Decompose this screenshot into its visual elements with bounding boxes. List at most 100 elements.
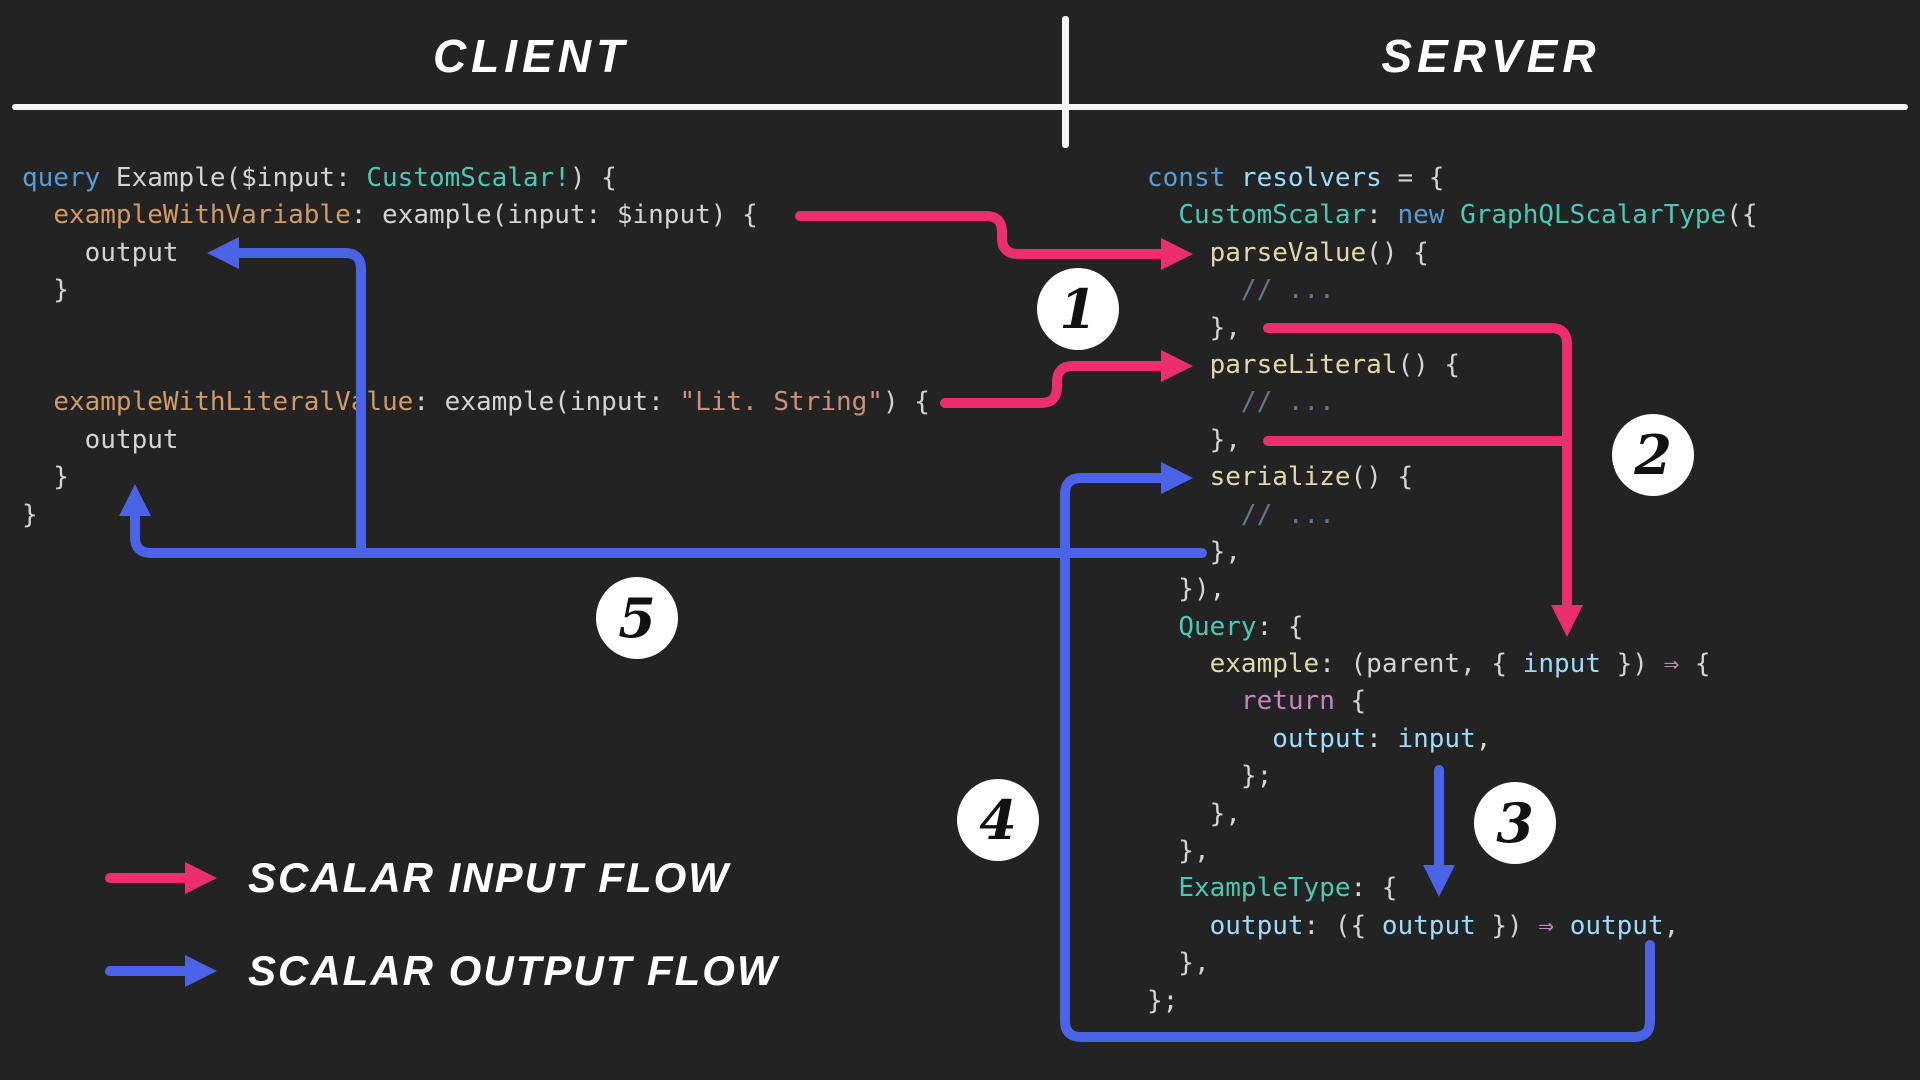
code-line: query Example($input: CustomScalar!) { — [22, 160, 930, 197]
code-token: serialize — [1209, 462, 1351, 493]
legend-output-label: SCALAR OUTPUT FLOW — [248, 947, 779, 994]
step-5-badge: 5 — [596, 577, 678, 659]
code-line: } — [22, 459, 930, 496]
code-token: () { — [1350, 462, 1414, 493]
code-token — [1147, 612, 1178, 642]
code-token: } — [22, 275, 69, 306]
code-token: exampleWithVariable — [53, 200, 351, 231]
code-token — [22, 387, 53, 417]
code-line: output — [22, 422, 930, 459]
code-token: }, — [1147, 312, 1241, 343]
code-line: }, — [1147, 534, 1758, 571]
code-line: } — [22, 272, 930, 309]
code-line: }, — [1147, 796, 1758, 833]
legend-input-label: SCALAR INPUT FLOW — [248, 854, 730, 901]
code-line: parseValue() { — [1147, 235, 1758, 272]
code-token — [1147, 649, 1210, 679]
code-token: , — [1475, 723, 1492, 754]
code-line: }; — [1147, 983, 1758, 1020]
code-token: }, — [1147, 424, 1241, 455]
code-token: output — [22, 237, 179, 268]
code-token: "Lit. String" — [679, 387, 883, 418]
code-token: , — [1663, 910, 1680, 941]
code-token: output — [1381, 910, 1476, 941]
step-1-badge: 1 — [1037, 268, 1119, 350]
code-token: }), — [1147, 574, 1226, 605]
code-line: Query: { — [1147, 609, 1758, 646]
code-token: }; — [1147, 985, 1179, 1016]
code-line: exampleWithLiteralValue: example(input: … — [22, 384, 930, 421]
client-code-block: query Example($input: CustomScalar!) { e… — [22, 160, 930, 534]
code-token: parseValue — [1209, 237, 1367, 268]
code-line: example: (parent, { input }) ⇒ { — [1147, 646, 1758, 683]
code-token: { — [1334, 686, 1367, 717]
code-token — [1147, 350, 1210, 380]
code-line: ExampleType: { — [1147, 870, 1758, 907]
code-line — [22, 310, 930, 347]
code-token: }; — [1147, 761, 1273, 792]
code-token: : { — [1256, 611, 1304, 642]
code-token: ⇒ — [1663, 649, 1680, 680]
column-divider — [1062, 16, 1069, 148]
code-token: new — [1397, 200, 1461, 231]
code-token: // ... — [1147, 275, 1335, 306]
code-token: : ({ — [1303, 910, 1382, 941]
code-line: } — [22, 497, 930, 534]
code-line: output — [22, 235, 930, 272]
code-token: parseLiteral — [1209, 349, 1398, 380]
code-token: { — [1679, 649, 1711, 680]
step-4-badge: 4 — [957, 779, 1039, 861]
code-line: CustomScalar: new GraphQLScalarType({ — [1147, 197, 1757, 234]
code-token: }, — [1147, 948, 1210, 979]
code-token: CustomScalar — [1178, 200, 1367, 231]
code-token: exampleWithLiteralValue — [53, 387, 414, 418]
code-token: input — [1397, 723, 1476, 754]
code-token — [1147, 724, 1272, 754]
code-token: = { — [1381, 163, 1445, 193]
server-column-header: SERVER — [1381, 30, 1601, 82]
code-token: output — [1272, 723, 1367, 754]
code-line: output: ({ output }) ⇒ output, — [1147, 908, 1758, 945]
code-token: output — [22, 424, 179, 455]
code-token: : { — [1350, 873, 1398, 904]
code-line: // ... — [1147, 272, 1758, 309]
code-line: output: input, — [1147, 721, 1758, 758]
code-line: exampleWithVariable: example(input: $inp… — [22, 197, 930, 234]
code-token: input — [1522, 649, 1601, 680]
code-token — [1147, 873, 1178, 903]
client-column-header: CLIENT — [432, 30, 630, 82]
server-code-block: const resolvers = { CustomScalar: new Gr… — [1147, 160, 1758, 1020]
code-token: ⇒ — [1538, 910, 1555, 941]
input-flow-arrow-literal — [940, 349, 1193, 408]
code-token — [1147, 911, 1210, 941]
code-token: }, — [1147, 836, 1210, 867]
code-token: CustomScalar! — [366, 163, 570, 193]
code-token: } — [22, 499, 38, 530]
code-token — [1554, 911, 1570, 941]
code-line: parseLiteral() { — [1147, 347, 1758, 384]
code-token: output — [1209, 910, 1304, 941]
code-line: return { — [1147, 683, 1758, 720]
step-3-badge: 3 — [1474, 782, 1556, 864]
step-2-badge: 2 — [1612, 414, 1694, 496]
code-token: : example(input: $input) { — [350, 200, 758, 231]
code-token: () { — [1397, 349, 1461, 380]
code-line: const resolvers = { — [1147, 160, 1758, 197]
code-token — [1147, 462, 1210, 492]
code-line: }, — [1147, 310, 1758, 347]
code-token: ) { — [882, 387, 930, 418]
code-token: example — [1209, 649, 1320, 680]
code-token: : — [1366, 723, 1398, 754]
code-line: // ... — [1147, 497, 1758, 534]
code-token: : (parent, { — [1319, 649, 1523, 680]
code-line: }, — [1147, 422, 1758, 459]
code-line: }; — [1147, 758, 1758, 795]
code-token — [1147, 238, 1210, 268]
code-token: ExampleType — [1178, 873, 1351, 904]
code-token: } — [22, 462, 69, 493]
code-line: }), — [1147, 571, 1758, 608]
code-line — [22, 347, 930, 384]
code-token: }, — [1147, 798, 1241, 829]
code-token: }) — [1475, 910, 1539, 941]
